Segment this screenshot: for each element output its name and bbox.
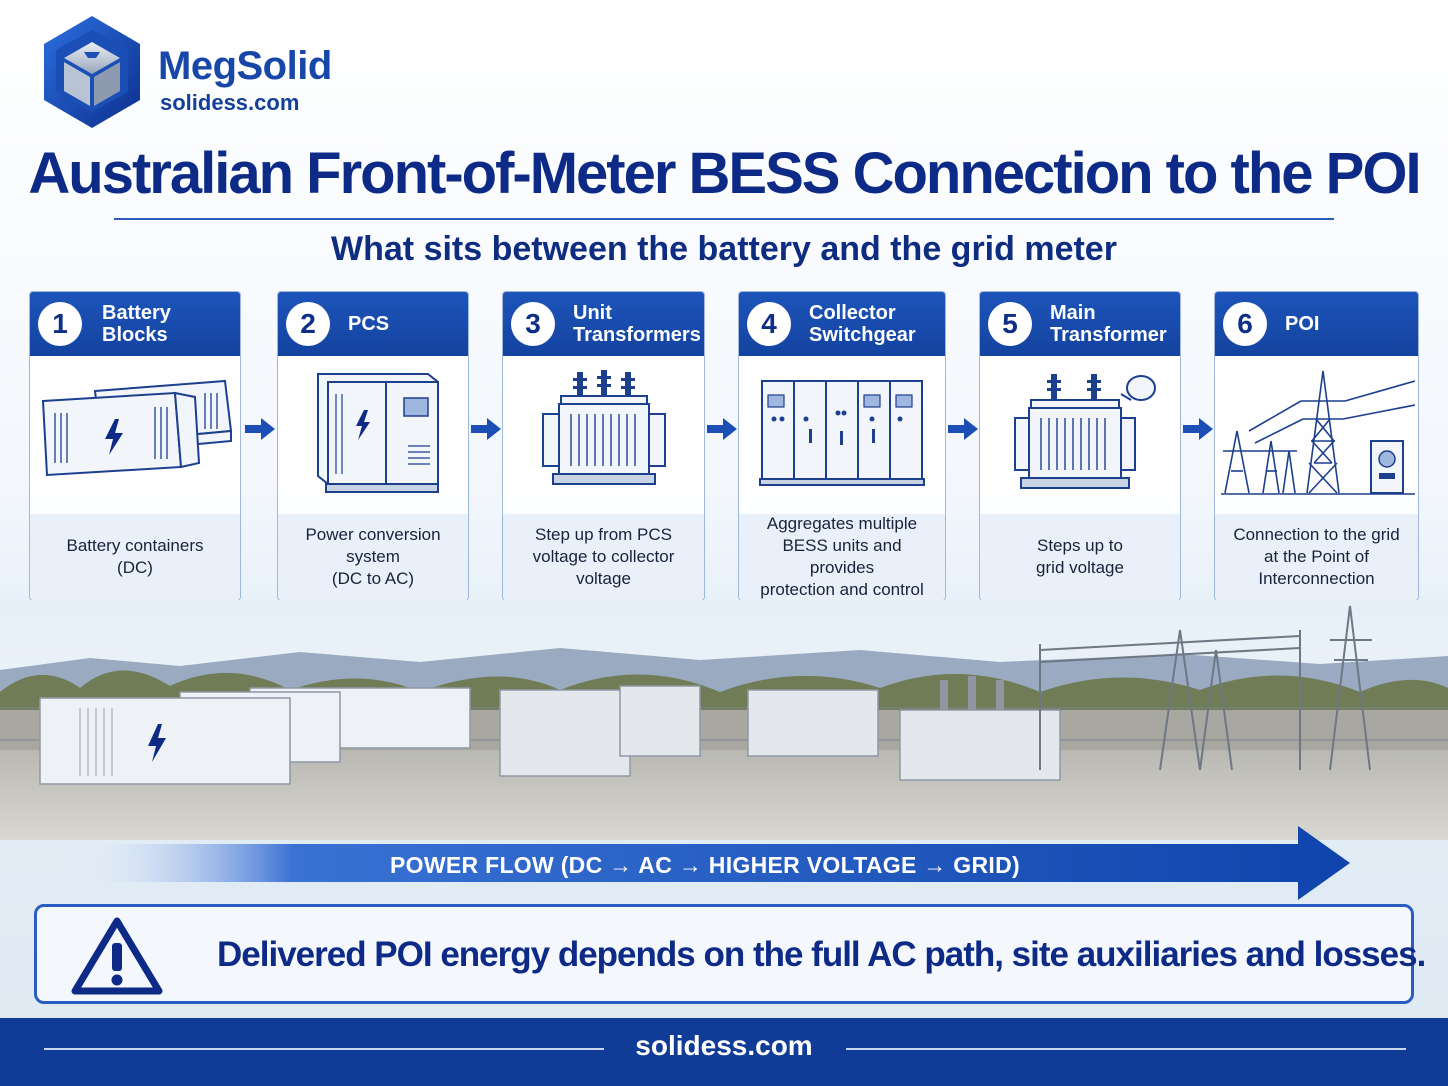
step-card-pcs: 2 PCS Power conversion system (DC to AC): [277, 291, 469, 601]
step-card-poi: 6 POI Connection to the grid at: [1214, 291, 1419, 601]
arrow-right-icon: [948, 418, 978, 440]
step-description: Connection to the grid at the Point of I…: [1215, 514, 1418, 600]
warning-icon: [71, 917, 163, 995]
step-title: Main Transformer: [1050, 302, 1167, 346]
power-flow-label: POWER FLOW (DC → AC → HIGHER VOLTAGE → G…: [390, 852, 1020, 878]
step-card-header: 1 Battery Blocks: [30, 292, 240, 356]
step-number: 3: [511, 302, 555, 346]
step-title: POI: [1285, 313, 1320, 335]
step-card-header: 5 Main Transformer: [980, 292, 1180, 356]
step-title: Unit Transformers: [573, 302, 701, 346]
step-title: Collector Switchgear: [809, 302, 916, 346]
footer-url[interactable]: solidess.com: [635, 1030, 813, 1061]
step-illustration: [503, 356, 704, 506]
brand-name: MegSolid: [158, 44, 332, 88]
step-description: Power conversion system (DC to AC): [278, 514, 468, 600]
step-illustration: [980, 356, 1180, 506]
step-card-battery-blocks: 1 Battery Blocks Battery containers (DC): [29, 291, 241, 601]
step-card-header: 4 Collector Switchgear: [739, 292, 945, 356]
megsolid-logo-icon: [44, 16, 140, 128]
energy-note-box: Delivered POI energy depends on the full…: [34, 904, 1426, 1004]
step-description: Steps up to grid voltage: [980, 514, 1180, 600]
pcs-inverter-icon: [317, 373, 439, 493]
step-number: 4: [747, 302, 791, 346]
step-illustration: [30, 356, 240, 506]
energy-note-text: Delivered POI energy depends on the full…: [217, 935, 1426, 974]
step-card-header: 6 POI: [1215, 292, 1418, 356]
step-number: 5: [988, 302, 1032, 346]
battery-container-icon: [41, 379, 233, 477]
step-number: 1: [38, 302, 82, 346]
step-card-main-transformer: 5 Main Transformer: [979, 291, 1181, 601]
transmission-tower-icon: [1220, 370, 1415, 495]
step-description: Battery containers (DC): [30, 514, 240, 600]
step-illustration: [278, 356, 468, 506]
step-number: 2: [286, 302, 330, 346]
footer-divider-left: [44, 1048, 604, 1050]
arrow-right-icon: [707, 418, 737, 440]
main-transformer-icon: [1014, 374, 1156, 489]
step-title: PCS: [348, 313, 390, 335]
step-card-header: 3 Unit Transformers: [503, 292, 704, 356]
step-description: Aggregates multiple BESS units and provi…: [739, 514, 945, 600]
step-card-header: 2 PCS: [278, 292, 468, 356]
title-divider: [114, 218, 1334, 220]
power-flow-arrow: [60, 826, 1350, 900]
footer-bar: solidess.com: [0, 1018, 1448, 1086]
step-illustration: [739, 356, 945, 506]
footer-divider-right: [846, 1048, 1406, 1050]
step-description: Step up from PCS voltage to collector vo…: [503, 514, 704, 600]
arrow-right-icon: [471, 418, 501, 440]
arrow-right-icon: [1183, 418, 1213, 440]
brand-url[interactable]: solidess.com: [160, 90, 300, 115]
step-illustration: [1215, 356, 1418, 506]
page-subtitle: What sits between the battery and the gr…: [331, 230, 1117, 268]
transformer-icon: [541, 370, 666, 485]
step-title: Battery Blocks: [102, 302, 171, 346]
bess-site-illustration: [0, 600, 1448, 840]
switchgear-icon: [759, 380, 925, 486]
page-title: Australian Front-of-Meter BESS Connectio…: [28, 141, 1421, 206]
arrow-right-icon: [245, 418, 275, 440]
step-card-unit-transformers: 3 Unit Transformers Step: [502, 291, 705, 601]
step-card-collector-switchgear: 4 Collector Switchgear Aggregates: [738, 291, 946, 601]
step-number: 6: [1223, 302, 1267, 346]
